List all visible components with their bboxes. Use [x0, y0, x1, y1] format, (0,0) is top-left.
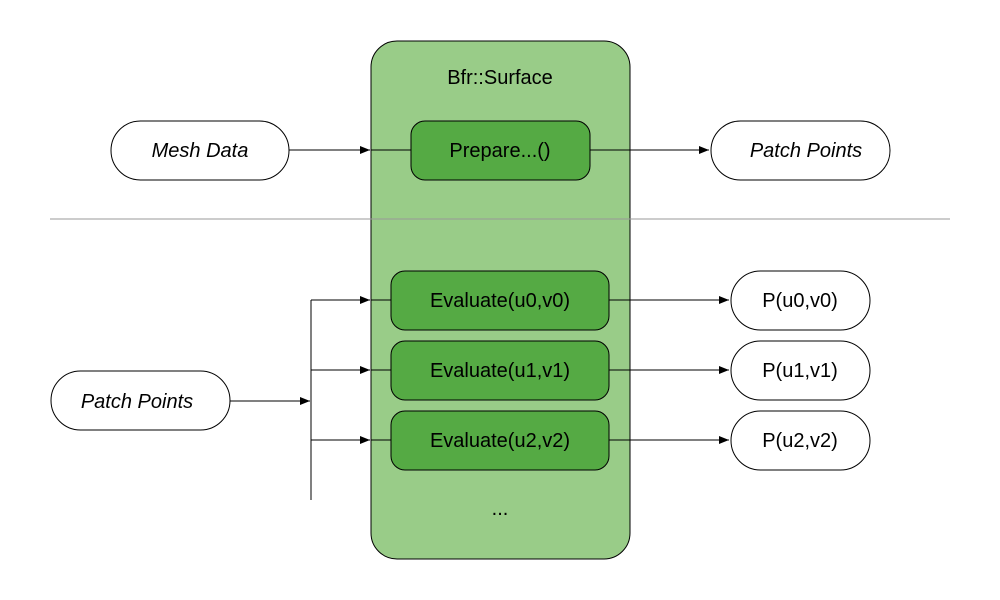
patch-points-out-label: Patch Points	[750, 140, 862, 162]
surface-title: Bfr::Surface	[447, 67, 553, 89]
patch-points-in-label: Patch Points	[81, 391, 193, 413]
result-label-1: P(u1,v1)	[762, 360, 838, 382]
result-node-2	[730, 410, 871, 471]
result-node-1	[730, 340, 871, 401]
mesh-data-label: Mesh Data	[152, 140, 249, 162]
evaluate-label-0: Evaluate(u0,v0)	[430, 290, 570, 312]
evaluate-label-1: Evaluate(u1,v1)	[430, 360, 570, 382]
result-node-0	[730, 270, 871, 331]
prepare-label: Prepare...()	[449, 140, 550, 162]
result-label-2: P(u2,v2)	[762, 430, 838, 452]
ellipsis-label: ...	[492, 498, 509, 520]
patch-points-out-node	[710, 120, 891, 181]
evaluate-label-2: Evaluate(u2,v2)	[430, 430, 570, 452]
result-label-0: P(u0,v0)	[762, 290, 838, 312]
